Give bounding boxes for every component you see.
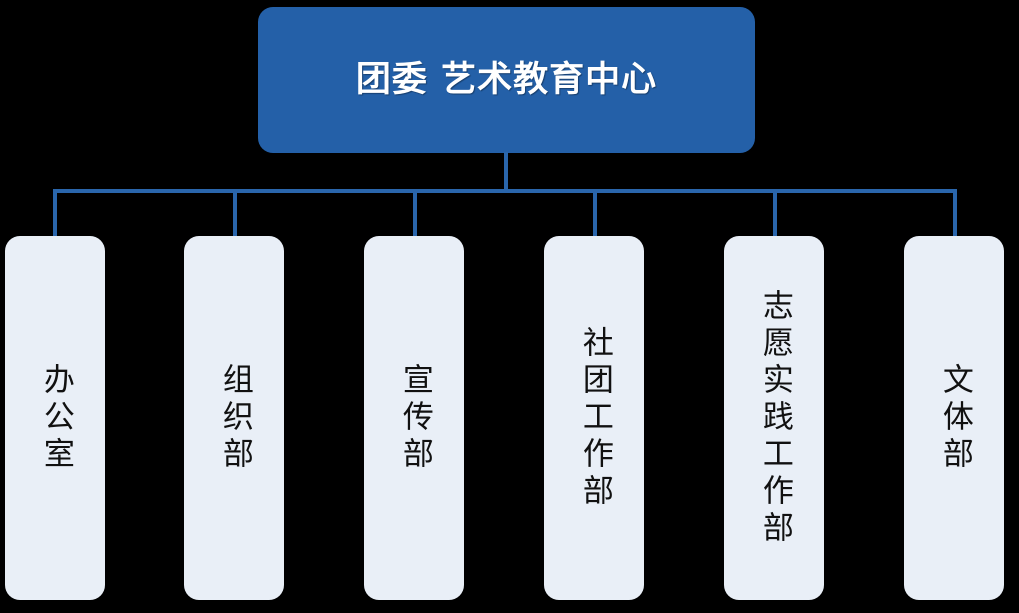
org-chart-node-1-label: 办公室 — [37, 362, 74, 474]
org-chart-node-6-label: 文体部 — [936, 362, 973, 474]
org-chart-node-5-label: 志愿实践工作部 — [756, 288, 793, 548]
org-chart-node-2[interactable]: 组织部 — [184, 236, 284, 600]
org-chart-node-5[interactable]: 志愿实践工作部 — [724, 236, 824, 600]
org-chart-root-label: 团委 艺术教育中心 — [355, 60, 658, 100]
connector-drop-1 — [53, 189, 57, 237]
org-chart-root-node[interactable]: 团委 艺术教育中心 — [258, 7, 755, 153]
org-chart-node-3[interactable]: 宣传部 — [364, 236, 464, 600]
connector-root-stem — [504, 152, 508, 192]
connector-drop-4 — [593, 189, 597, 237]
org-chart-node-4-label: 社团工作部 — [576, 325, 613, 511]
org-chart-node-3-label: 宣传部 — [396, 362, 433, 474]
org-chart-node-1[interactable]: 办公室 — [5, 236, 105, 600]
org-chart-node-4[interactable]: 社团工作部 — [544, 236, 644, 600]
org-chart-node-6[interactable]: 文体部 — [904, 236, 1004, 600]
connector-drop-2 — [233, 189, 237, 237]
connector-horizontal-bus — [55, 189, 957, 193]
connector-drop-3 — [413, 189, 417, 237]
org-chart-node-2-label: 组织部 — [216, 362, 253, 474]
connector-drop-5 — [773, 189, 777, 237]
connector-drop-6 — [953, 189, 957, 237]
